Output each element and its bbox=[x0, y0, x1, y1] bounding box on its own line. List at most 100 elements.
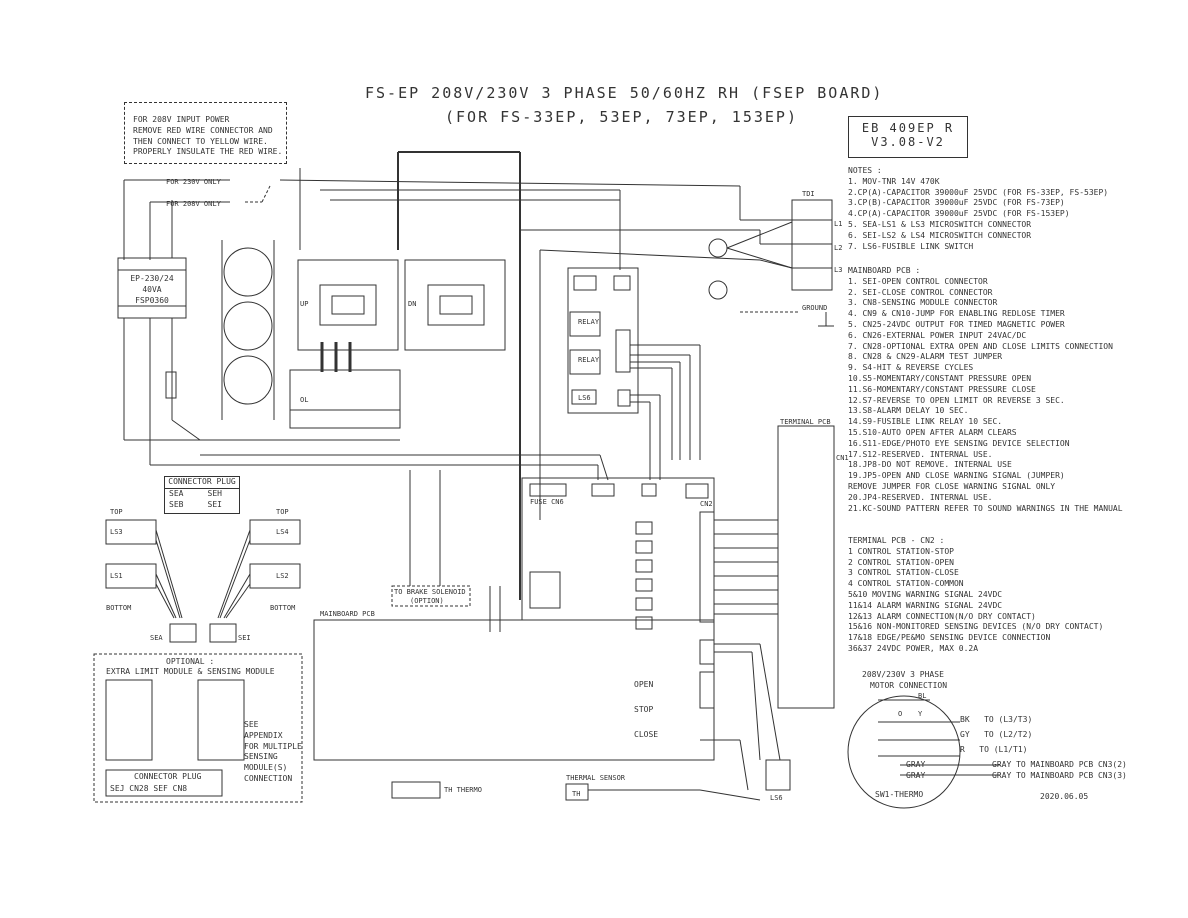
note-4: 4.CP(A)-CAPACITOR 39000uF 25VDC (FOR FS-… bbox=[848, 209, 1070, 219]
cn1-label: CN1 bbox=[836, 454, 849, 462]
diagram-title-line2: (FOR FS-33EP, 53EP, 73EP, 153EP) bbox=[445, 108, 798, 126]
mb-note-18: 18.JP8-DO NOT REMOVE. INTERNAL USE bbox=[848, 460, 1012, 470]
motor-title-1: 208V/230V 3 PHASE bbox=[862, 670, 944, 679]
motor-plug-y: Y bbox=[918, 710, 923, 718]
motor-gray-wires: GRAY GRAY bbox=[906, 760, 925, 782]
optional-plug-title: CONNECTOR PLUG bbox=[134, 772, 202, 781]
optional-title: OPTIONAL : bbox=[166, 657, 214, 668]
term-note-5: 5&10 MOVING WARNING SIGNAL 24VDC bbox=[848, 589, 1003, 599]
motor-row-3: R TO (L1/T1) bbox=[960, 745, 1032, 756]
term-note-10: 36&37 24VDC POWER, MAX 0.2A bbox=[848, 643, 979, 653]
motor-row-2-wire: GY bbox=[960, 729, 970, 739]
sea-label: SEA bbox=[150, 634, 163, 642]
up-contactor-label: UP bbox=[300, 300, 308, 308]
mb-note-10: 10.S5-MOMENTARY/CONSTANT PRESSURE OPEN bbox=[848, 373, 1032, 383]
mainboard-notes-title: MAINBOARD PCB : bbox=[848, 266, 921, 275]
version-line2: V3.08-V2 bbox=[871, 135, 945, 149]
version-box: EB 409EP R V3.08-V2 bbox=[848, 116, 968, 158]
mb-note-15: 15.S10-AUTO OPEN AFTER ALARM CLEARS bbox=[848, 427, 1017, 437]
note-5: 5. SEA-LS1 & LS3 MICROSWITCH CONNECTOR bbox=[848, 219, 1032, 229]
note-6: 6. SEI-LS2 & LS4 MICROSWITCH CONNECTOR bbox=[848, 230, 1032, 240]
relay-1-label: RELAY bbox=[578, 318, 600, 326]
plug-seh: SEH bbox=[207, 488, 222, 498]
transformer-va: 40VA bbox=[142, 284, 162, 294]
terminal-notes-panel: TERMINAL PCB - CN2 : 1 CONTROL STATION-S… bbox=[848, 536, 1103, 655]
ls4-label: LS4 bbox=[276, 528, 289, 536]
motor-row-5: GRAY TO MAINBOARD PCB CN3(3) bbox=[992, 770, 1127, 780]
tdi-l3: L3 bbox=[834, 266, 842, 274]
motor-row-5-wire: GRAY bbox=[906, 770, 926, 780]
ls3-label: LS3 bbox=[110, 528, 123, 536]
motor-row-1-wire: BK bbox=[960, 715, 970, 724]
mb-note-21: 21.KC-SOUND PATTERN REFER TO SOUND WARNI… bbox=[848, 503, 1123, 513]
plug-sei: SEI bbox=[207, 499, 222, 509]
connector-plug-row-1: SEA SEH bbox=[165, 489, 239, 500]
thermo-label: TH THERMO bbox=[444, 786, 482, 794]
terminal-notes-title: TERMINAL PCB - CN2 : bbox=[848, 536, 945, 545]
diagram-title-line1: FS-EP 208V/230V 3 PHASE 50/60HZ RH (FSEP… bbox=[365, 84, 884, 102]
cn2-label: CN2 bbox=[700, 500, 713, 508]
tdi-label: TDI bbox=[802, 190, 815, 198]
appendix-4: SENSING bbox=[244, 752, 278, 762]
connector-plug-table: CONNECTOR PLUG SEA SEH SEB SEI bbox=[164, 476, 240, 514]
motor-rows: BK TO (L3/T3) GY TO (L2/T2) R TO (L1/T1) bbox=[960, 715, 1032, 755]
mb-note-8: 8. CN28 & CN29-ALARM TEST JUMPER bbox=[848, 352, 1003, 362]
term-note-6: 11&14 ALARM WARNING SIGNAL 24VDC bbox=[848, 600, 1003, 610]
terminal-pcb-label: TERMINAL PCB bbox=[780, 418, 831, 426]
connector-plug-row-2: SEB SEI bbox=[165, 500, 239, 511]
brake-solenoid-label: TO BRAKE SOLENOID bbox=[394, 588, 466, 596]
mb-note-19b: REMOVE JUMPER FOR CLOSE WARNING SIGNAL O… bbox=[848, 481, 1056, 491]
note-3: 3.CP(B)-CAPACITOR 39000uF 25VDC (FOR FS-… bbox=[848, 198, 1065, 208]
mb-note-1: 1. SEI-OPEN CONTROL CONNECTOR bbox=[848, 276, 988, 286]
plug-sej: SEJ bbox=[110, 784, 125, 793]
mb-note-5: 5. CN25-24VDC OUTPUT FOR TIMED MAGNETIC … bbox=[848, 319, 1065, 329]
optional-heading: OPTIONAL : bbox=[166, 657, 215, 666]
appendix-5: MODULE(S) bbox=[244, 763, 288, 773]
close-button-label: CLOSE bbox=[634, 729, 659, 739]
input-note-1: FOR 208V INPUT POWER bbox=[133, 115, 230, 124]
ls1-label: LS1 bbox=[110, 572, 123, 580]
term-note-2: 2 CONTROL STATION-OPEN bbox=[848, 557, 954, 567]
motor-title-2: MOTOR CONNECTION bbox=[870, 680, 948, 690]
motor-row-4-wire: GRAY bbox=[906, 760, 926, 769]
mainboard-notes-panel: MAINBOARD PCB : 1. SEI-OPEN CONTROL CONN… bbox=[848, 266, 1123, 514]
mb-note-7: 7. CN28-OPTIONAL EXTRA OPEN AND CLOSE LI… bbox=[848, 341, 1113, 351]
term-note-3: 3 CONTROL STATION-CLOSE bbox=[848, 568, 959, 578]
motor-row-1: BK TO (L3/T3) bbox=[960, 715, 1032, 726]
optional-appendix: SEE APPENDIX FOR MULTIPLE SENSING MODULE… bbox=[244, 720, 302, 785]
mb-note-17: 17.S12-RESERVED. INTERNAL USE. bbox=[848, 449, 993, 459]
optional-plug-row: SEJ CN28 SEF CN8 bbox=[110, 784, 187, 795]
note-7: 7. LS6-FUSIBLE LINK SWITCH bbox=[848, 241, 974, 251]
mb-note-13: 13.S8-ALARM DELAY 10 SEC. bbox=[848, 406, 969, 416]
transformer-name: EP-230/24 bbox=[130, 274, 174, 283]
motor-row-3-wire: R bbox=[960, 744, 965, 754]
mb-note-9: 9. S4-HIT & REVERSE CYCLES bbox=[848, 363, 974, 373]
open-button-label: OPEN bbox=[634, 680, 654, 689]
motor-row-3-to: TO (L1/T1) bbox=[979, 744, 1028, 754]
dn-contactor-label: DN bbox=[408, 300, 416, 308]
mb-note-14: 14.S9-FUSIBLE LINK RELAY 10 SEC. bbox=[848, 417, 1003, 427]
term-note-9: 17&18 EDGE/PE&MO SENSING DEVICE CONNECTI… bbox=[848, 633, 1051, 643]
appendix-1: SEE bbox=[244, 720, 259, 729]
input-note-2: REMOVE RED WIRE CONNECTOR AND bbox=[133, 125, 273, 135]
ls2-label: LS2 bbox=[276, 572, 289, 580]
note-2: 2.CP(A)-CAPACITOR 39000uF 25VDC (FOR FS-… bbox=[848, 187, 1109, 197]
term-note-8: 15&16 NON-MONITORED SENSING DEVICES (N/O… bbox=[848, 622, 1104, 632]
thermal-sensor-box: TH bbox=[572, 790, 580, 798]
limit-bottom-left: BOTTOM bbox=[106, 604, 131, 612]
tdi-l2: L2 bbox=[834, 244, 842, 252]
ground-label: GROUND bbox=[802, 304, 827, 312]
mb-note-11: 11.S6-MOMENTARY/CONSTANT PRESSURE CLOSE bbox=[848, 384, 1036, 394]
mb-note-3: 3. CN8-SENSING MODULE CONNECTOR bbox=[848, 298, 998, 308]
thermal-sensor-label: THERMAL SENSOR bbox=[566, 774, 626, 782]
mb-note-6: 6. CN26-EXTERNAL POWER INPUT 24VAC/DC bbox=[848, 330, 1027, 340]
mb-note-20: 20.JP4-RESERVED. INTERNAL USE. bbox=[848, 492, 993, 502]
sw1-thermo-label: SW1-THERMO bbox=[875, 790, 924, 799]
appendix-2: APPENDIX bbox=[244, 730, 283, 740]
motor-connection-title: 208V/230V 3 PHASE MOTOR CONNECTION bbox=[862, 670, 947, 692]
tdi-l1: L1 bbox=[834, 220, 842, 228]
term-note-4: 4 CONTROL STATION-COMMON bbox=[848, 579, 964, 589]
relay-2-label: RELAY bbox=[578, 356, 600, 364]
plug-seb: SEB bbox=[169, 499, 184, 509]
